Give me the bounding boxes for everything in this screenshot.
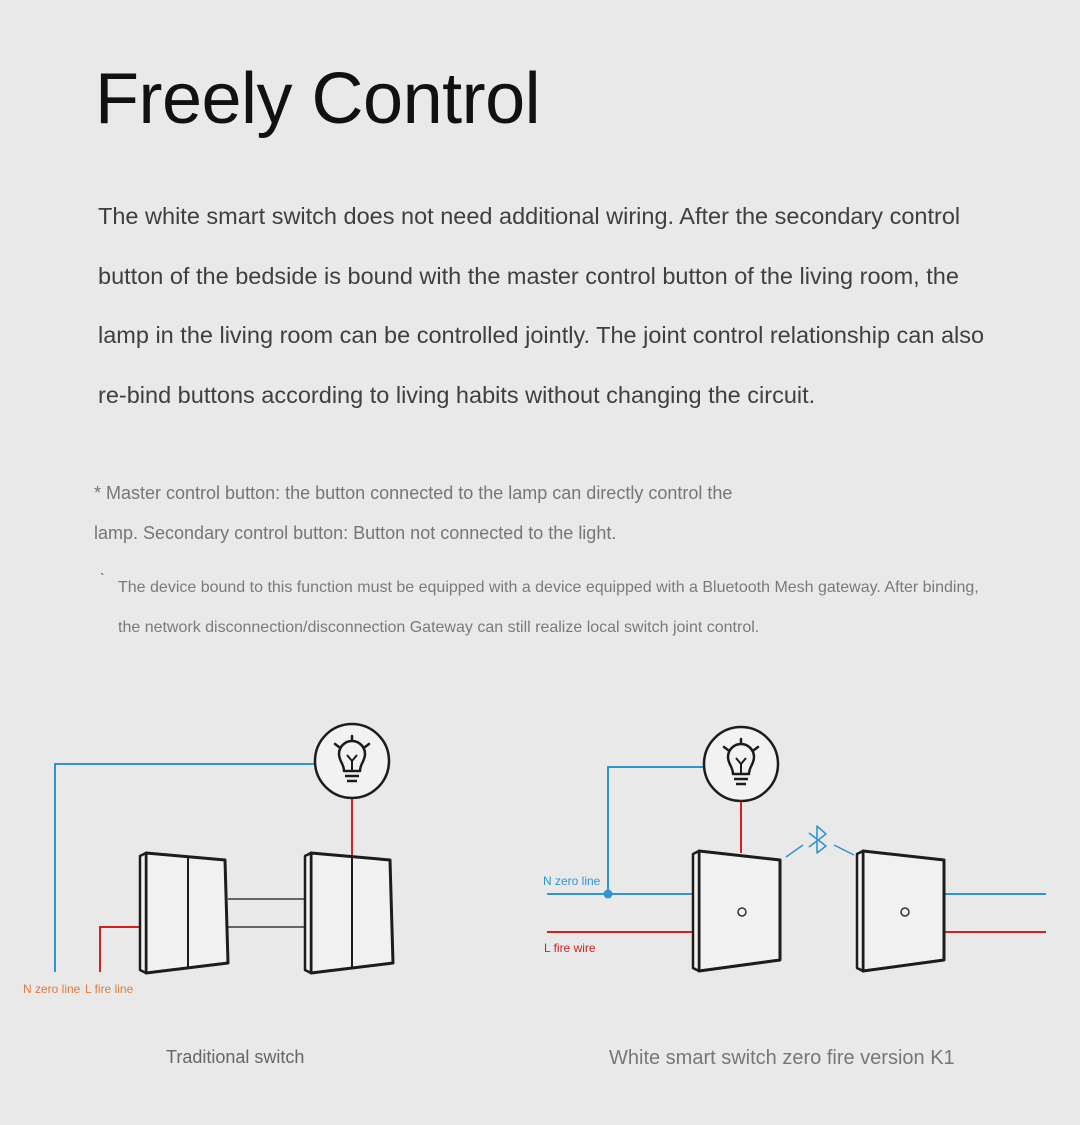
neutral-wire-to-lamp bbox=[607, 766, 704, 894]
description-paragraph: The white smart switch does not need add… bbox=[98, 203, 985, 408]
neutral-wire bbox=[54, 763, 316, 972]
bluetooth-link bbox=[785, 825, 855, 858]
smart-switch-diagram bbox=[547, 725, 1046, 973]
gateway-note: The device bound to this function must b… bbox=[118, 579, 979, 636]
smart-switch-master bbox=[691, 849, 782, 973]
left-neutral-label: N zero line bbox=[23, 982, 81, 996]
left-live-label: L fire line bbox=[85, 982, 134, 996]
switch-panel-two bbox=[303, 851, 395, 975]
right-neutral-label: N zero line bbox=[543, 874, 601, 888]
live-wire bbox=[99, 926, 140, 972]
switch-panel-one bbox=[138, 851, 230, 975]
smart-switch-secondary bbox=[855, 849, 946, 973]
right-live-label: L fire wire bbox=[544, 941, 596, 955]
traditional-switch-diagram bbox=[54, 722, 395, 975]
neutral-junction-dot bbox=[603, 889, 613, 899]
note-bullet-mark: ` bbox=[100, 570, 105, 586]
master-control-note: * Master control button: the button conn… bbox=[94, 483, 733, 543]
smart-switch-caption: White smart switch zero fire version K1 bbox=[609, 1047, 955, 1069]
page-title: Freely Control bbox=[95, 59, 541, 139]
bulb-icon bbox=[702, 725, 780, 803]
traditional-switch-caption: Traditional switch bbox=[166, 1047, 305, 1067]
bluetooth-icon bbox=[808, 825, 827, 854]
bulb-icon bbox=[313, 722, 391, 800]
